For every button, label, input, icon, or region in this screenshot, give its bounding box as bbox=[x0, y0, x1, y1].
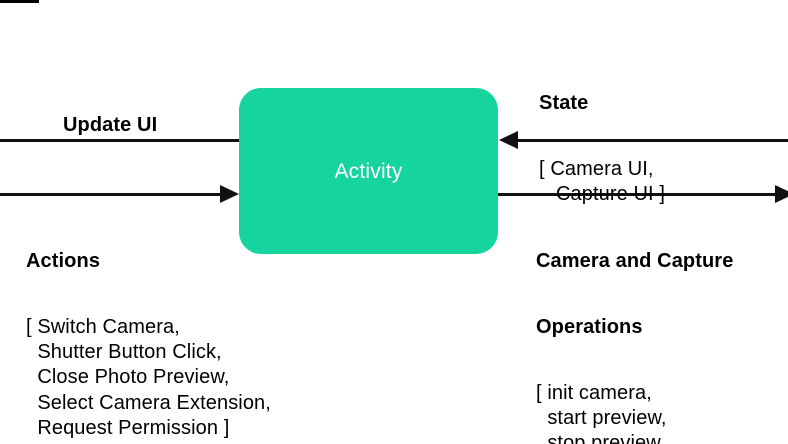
camera-ops-heading-line2: Operations bbox=[536, 315, 643, 338]
actions-items: [ Switch Camera, Shutter Button Click, C… bbox=[26, 315, 271, 440]
camera-ops-edge-line bbox=[496, 193, 788, 196]
update-ui-edge-line bbox=[0, 139, 241, 142]
state-edge-line bbox=[516, 139, 788, 142]
update-ui-label: Update UI bbox=[63, 114, 158, 136]
camera-ops-arrowhead-icon bbox=[775, 185, 788, 203]
actions-heading: Actions bbox=[26, 249, 101, 272]
state-arrowhead-icon bbox=[499, 131, 518, 149]
activity-node-label: Activity bbox=[334, 159, 403, 183]
actions-label-block: Actions [ Switch Camera, Shutter Button … bbox=[26, 208, 271, 444]
camera-ops-label-block: Camera and Capture Operations [ init cam… bbox=[536, 208, 733, 444]
camera-ops-items: [ init camera, start preview, stop previ… bbox=[536, 381, 667, 444]
state-items: [ Camera UI, Capture UI ] bbox=[539, 157, 665, 206]
actions-edge-line bbox=[0, 193, 222, 196]
activity-node[interactable]: Activity bbox=[239, 88, 498, 254]
actions-arrowhead-icon bbox=[220, 185, 239, 203]
state-heading: State bbox=[539, 91, 589, 114]
camera-ops-heading-line1: Camera and Capture bbox=[536, 249, 734, 272]
top-left-marker bbox=[0, 0, 39, 3]
state-label-block: State [ Camera UI, Capture UI ] bbox=[539, 50, 665, 248]
